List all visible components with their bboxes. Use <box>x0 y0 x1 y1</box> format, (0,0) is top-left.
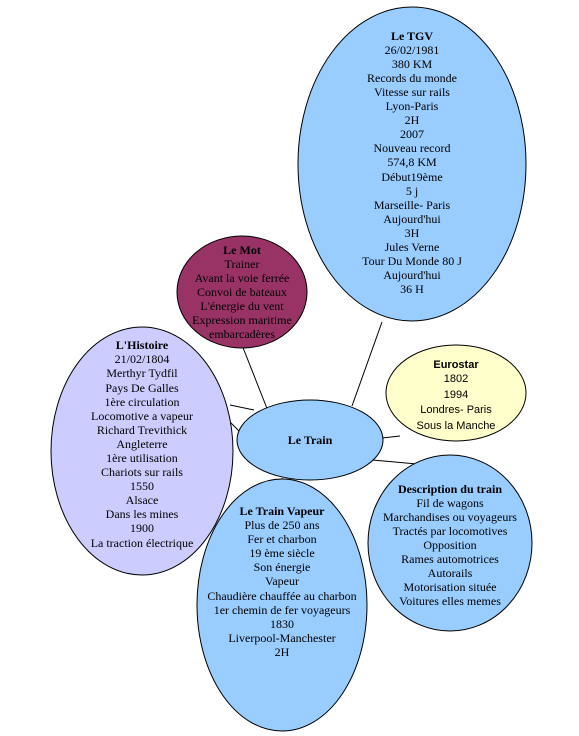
connector-mot <box>239 339 269 412</box>
description-line: Voitures elles memes <box>399 594 501 609</box>
histoire-line: Angleterre <box>116 436 168 451</box>
center-ellipse <box>236 399 384 481</box>
vapeur-title: Le Train Vapeur <box>239 504 325 519</box>
histoire-line: Locomotive a vapeur <box>91 408 193 423</box>
histoire-line: Pays De Galles <box>105 380 179 395</box>
tgv-line: Lyon-Paris <box>385 99 439 114</box>
tgv-title: Le TGV <box>390 28 434 43</box>
histoire-line: Alsace <box>125 493 159 508</box>
vapeur-line: Vapeur <box>265 574 299 589</box>
tgv-line: 2H <box>404 113 420 128</box>
histoire-line: 1ère circulation <box>104 394 180 409</box>
tgv-line: 36 H <box>400 282 424 297</box>
tgv-line: 574,8 KM <box>387 155 437 170</box>
vapeur-line: Fer et charbon <box>247 532 317 547</box>
vapeur-line: 2H <box>274 644 290 659</box>
tgv-ellipse <box>297 6 527 322</box>
center-node-label: Le Train <box>287 432 333 447</box>
vapeur-line: 1830 <box>270 616 294 631</box>
tgv-line: Records du monde <box>367 70 457 85</box>
histoire-line: Richard Trevithick <box>96 422 188 437</box>
histoire-line: 1900 <box>129 521 154 536</box>
tgv-line: Vitesse sur rails <box>374 84 450 99</box>
description-title: Description du train <box>397 481 502 496</box>
connector-eurostar <box>381 435 401 439</box>
description-line: Autorails <box>427 566 473 581</box>
mot-line: Avant la voie ferrée <box>194 270 290 285</box>
eurostar-ellipse <box>385 344 527 442</box>
histoire-line: 1ère utilisation <box>106 451 178 465</box>
tgv-line: 2007 <box>399 127 424 142</box>
description-ellipse <box>367 454 533 632</box>
description-line: Tractés par locomotives <box>392 523 508 538</box>
histoire-line: La traction électrique <box>90 535 194 550</box>
mot-line: Convoi de bateaux <box>197 284 287 299</box>
eurostar-line: 1802 <box>443 373 469 385</box>
histoire-line: 1550 <box>129 479 154 494</box>
tgv-line: Aujourd'hui <box>383 268 441 283</box>
tgv-line: 380 KM <box>391 56 433 71</box>
tgv-line: 3H <box>404 225 420 240</box>
histoire-title: L'Histoire <box>115 338 169 353</box>
vapeur-line: Plus de 250 ans <box>244 518 320 533</box>
eurostar-line: Londres- Paris <box>420 404 492 416</box>
histoire-line: Dans les mines <box>105 507 179 522</box>
vapeur-line: 1er chemin de fer voyageurs <box>213 602 351 617</box>
mot-line: Trainer <box>224 256 260 271</box>
description-line: Motorisation située <box>403 580 497 595</box>
tgv-line: Nouveau record <box>373 141 451 156</box>
description-line: Opposition <box>423 537 477 552</box>
mot-line: Expression maritime <box>192 313 292 328</box>
tgv-line: 26/02/1981 <box>384 42 440 57</box>
description-line: Fil de wagons <box>416 495 484 510</box>
connector-histoire-2 <box>229 404 255 411</box>
histoire-line: Merthyr Tydfil <box>106 366 178 381</box>
mot-ellipse <box>176 235 308 349</box>
vapeur-line: Chaudière chauffée au charbon <box>207 588 357 603</box>
tgv-line: Début19ème <box>381 169 443 184</box>
tgv-line: 5 j <box>405 183 419 198</box>
vapeur-line: Liverpool-Manchester <box>228 630 336 645</box>
connector-tgv <box>351 321 383 407</box>
eurostar-line: 1994 <box>443 388 469 401</box>
description-line: Rames automotrices <box>401 552 499 566</box>
eurostar-title: Eurostar <box>433 359 479 371</box>
histoire-line: Chariots sur rails <box>100 465 183 480</box>
description-line: Marchandises ou voyageurs <box>383 509 517 524</box>
vapeur-line: 19 ème siècle <box>249 546 315 561</box>
tgv-line: Tour Du Monde 80 J <box>362 254 462 269</box>
mot-line: embarcadères <box>209 327 275 342</box>
histoire-ellipse <box>50 326 234 576</box>
vapeur-ellipse <box>196 478 368 732</box>
mot-title: Le Mot <box>223 242 261 257</box>
mot-line: L'énergie du vent <box>200 299 284 313</box>
eurostar-line: Sous la Manche <box>416 419 496 432</box>
tgv-line: Aujourd'hui <box>383 211 441 226</box>
vapeur-line: Son énergie <box>253 560 311 575</box>
histoire-line: 21/02/1804 <box>114 352 170 367</box>
node-shapes <box>50 6 533 732</box>
tgv-line: Jules Verne <box>384 239 440 254</box>
tgv-line: Marseille- Paris <box>373 197 451 212</box>
